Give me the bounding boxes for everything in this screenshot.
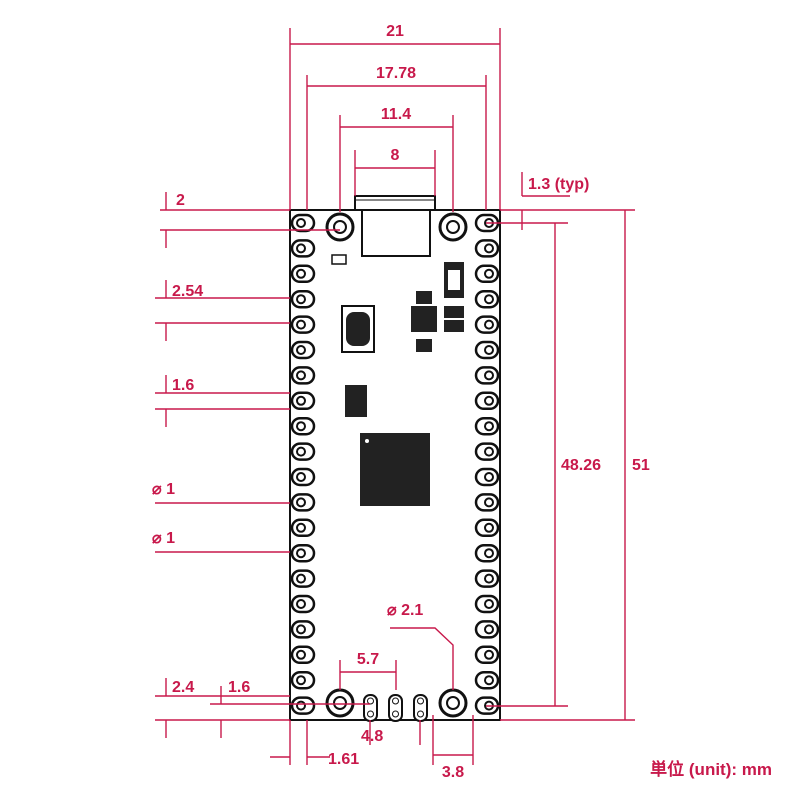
pin-pad	[290, 391, 316, 411]
debug-spacing-label: 5.7	[357, 651, 379, 668]
pin-pad	[290, 416, 316, 436]
pin-pad	[474, 645, 500, 665]
pin-row-spacing-label: 17.78	[376, 65, 416, 82]
pin-pad	[474, 467, 500, 487]
pin-pad	[474, 569, 500, 588]
pin-pad	[474, 594, 500, 614]
usb-connector	[354, 195, 436, 257]
pin-pad	[474, 543, 500, 563]
pin-pad	[290, 569, 316, 588]
hole-diameter-label-2: ⌀ 1	[152, 530, 175, 547]
components	[331, 254, 464, 506]
pin-pad	[290, 518, 316, 538]
board-length-label: 51	[632, 457, 650, 474]
mount-hole-bottom-right	[438, 688, 468, 718]
pin-pad	[290, 645, 316, 665]
pin-pad	[290, 670, 316, 690]
mount-hole-spacing-label: 11.4	[381, 106, 411, 123]
pin-pad	[474, 340, 500, 360]
pin-pitch-label: 2.54	[172, 283, 203, 300]
right-pin-row	[474, 213, 500, 715]
pin-pad	[474, 518, 500, 538]
pin-pad	[290, 493, 316, 512]
mount-hole-diameter-label: ⌀ 2.1	[387, 602, 423, 619]
pin-pad	[290, 264, 316, 284]
pin-pad	[290, 239, 316, 258]
width-total-label: 21	[386, 23, 404, 40]
usb-overhang-label: 1.3 (typ)	[528, 176, 589, 193]
pin-pad	[474, 264, 500, 284]
pin-pad	[290, 620, 316, 639]
pin-pad	[474, 391, 500, 411]
debug-pins	[363, 694, 428, 722]
pin-pad	[290, 340, 316, 360]
pin-pad	[290, 315, 316, 334]
pin-pad	[290, 594, 316, 614]
pin-pad	[290, 366, 316, 385]
pin-offset-label: 1.6	[172, 377, 194, 394]
bottom-offset-label: 2.4	[172, 679, 194, 696]
top-hole-offset-label: 2	[176, 192, 185, 209]
pin-length-label: 48.26	[561, 457, 601, 474]
usb-width-label: 8	[391, 147, 400, 164]
pin-pad	[290, 543, 316, 563]
debug-pitch-label: 4.8	[361, 728, 383, 745]
pin-pad	[290, 289, 316, 309]
pin-pad	[474, 239, 500, 258]
hole-diameter-label-1: ⌀ 1	[152, 481, 175, 498]
bottom-pin-offset-label: 1.6	[228, 679, 250, 696]
pin-pad	[290, 467, 316, 487]
pin-pad	[474, 670, 500, 690]
pin-pad	[290, 213, 316, 233]
pin-pad	[474, 289, 500, 309]
pin-pad	[474, 620, 500, 639]
pin-pad	[290, 696, 316, 715]
pin-pad	[474, 315, 500, 334]
mount-hole-bottom-left	[325, 688, 355, 718]
pin-pad	[474, 493, 500, 512]
pin-pad	[474, 416, 500, 436]
mount-hole-top-left	[325, 212, 355, 242]
left-offset-label: 1.61	[328, 751, 359, 768]
hole-edge-label: 3.8	[442, 764, 464, 781]
unit-label: 単位 (unit): mm	[650, 760, 772, 779]
pin-pad	[474, 366, 500, 385]
pin-pad	[290, 442, 316, 461]
mount-hole-top-right	[438, 212, 468, 242]
dimension-lines	[155, 28, 635, 765]
pin-pad	[474, 442, 500, 461]
